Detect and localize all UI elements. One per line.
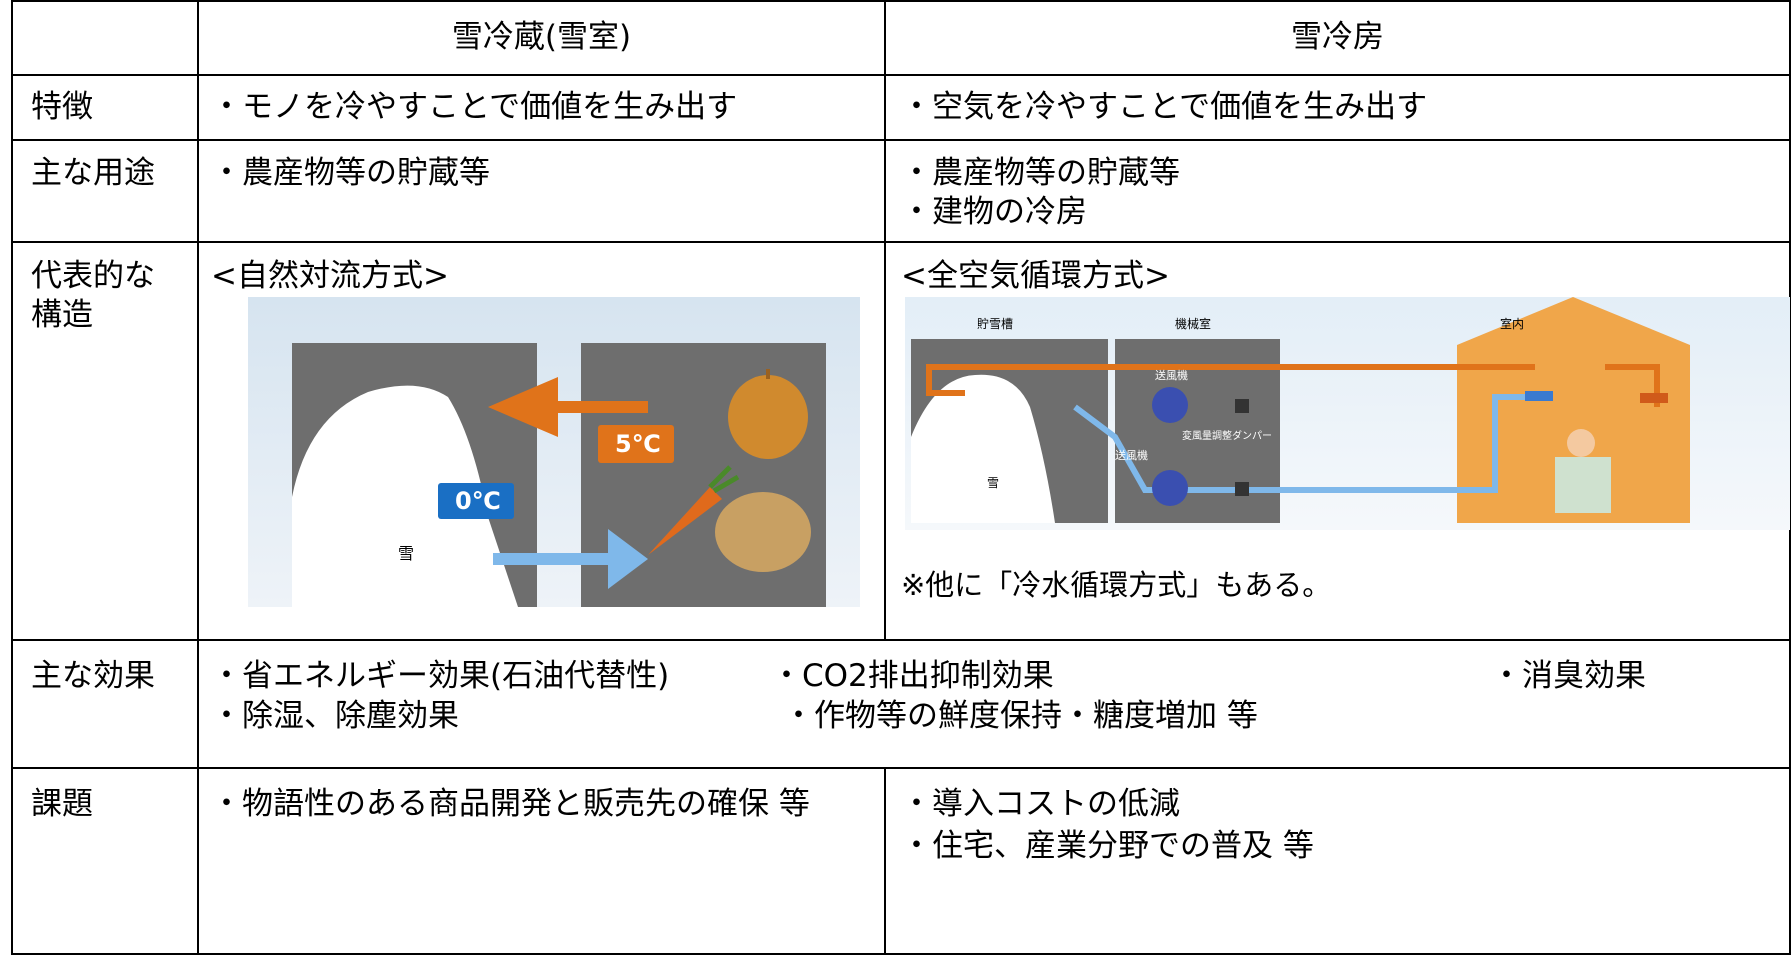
natural-convection-svg: [248, 297, 860, 607]
row-label-structure-2: 構造: [31, 297, 93, 333]
air-circulation-diagram: 貯雪槽 機械室 室内 送風機 送風機 変風量調整ダンパー 雪: [905, 297, 1790, 530]
row-border: [11, 0, 1791, 2]
fan-label: 送風機: [1155, 369, 1188, 382]
uses-snow-cooling-2: ・建物の冷房: [901, 194, 1087, 230]
effect-item-deodorize: ・消臭効果: [1491, 658, 1646, 694]
row-border: [11, 241, 1791, 243]
right-snow-pile: [911, 374, 1055, 523]
structure-note: ※他に「冷水循環方式」もある。: [901, 568, 1332, 602]
person-reading-icon: [1555, 457, 1611, 513]
indoor-room: [1457, 297, 1690, 523]
natural-convection-diagram: 雪 0℃ 5℃: [248, 297, 860, 607]
col-border: [197, 0, 199, 955]
row-border: [11, 639, 1791, 641]
features-snow-cooling: ・空気を冷やすことで価値を生み出す: [901, 89, 1428, 125]
fan-label: 送風機: [1115, 449, 1148, 462]
uses-snow-cooling-1: ・農産物等の貯蔵等: [901, 155, 1180, 191]
issues-snow-cooling-1: ・導入コストの低減: [901, 786, 1180, 822]
damper-icon: [1235, 482, 1249, 496]
row-label-effects: 主な効果: [31, 658, 155, 694]
zone-label-snow-tank: 貯雪槽: [977, 317, 1014, 331]
carrot-icon: [648, 487, 722, 555]
air-circulation-svg: [905, 297, 1790, 530]
effect-item-co2: ・CO2排出抑制効果: [771, 658, 1054, 694]
col-border: [11, 0, 13, 955]
col-border: [884, 0, 886, 641]
row-label-uses: 主な用途: [31, 155, 155, 191]
comparison-table: 雪冷蔵(雪室) 雪冷房 特徴 ・モノを冷やすことで価値を生み出す ・空気を冷やす…: [11, 0, 1791, 955]
right-snow-label: 雪: [987, 476, 1000, 490]
return-air-duct: [926, 364, 1535, 396]
issues-snow-cooling-2: ・住宅、産業分野での普及 等: [901, 828, 1314, 864]
fan-icon: [1152, 387, 1188, 423]
warm-temp-box: [598, 425, 674, 463]
return-vent-icon: [1640, 393, 1668, 403]
row-label-issues: 課題: [31, 786, 93, 822]
potato-icon: [715, 492, 811, 572]
row-label-structure-1: 代表的な: [31, 258, 155, 294]
issues-snow-storage: ・物語性のある商品開発と販売先の確保 等: [211, 786, 810, 822]
fan-icon: [1152, 470, 1188, 506]
zone-label-indoor: 室内: [1500, 317, 1525, 331]
left-snow-label: 雪: [398, 544, 415, 563]
uses-snow-storage: ・農産物等の貯蔵等: [211, 155, 490, 191]
warm-temp-label: 5℃: [615, 430, 661, 458]
structure-heading-natural-convection: <自然対流方式>: [211, 258, 449, 294]
supply-air-duct: [1073, 394, 1525, 493]
snow-pile: [292, 385, 518, 607]
row-label-features: 特徴: [31, 89, 93, 125]
header-cell-snow-cooling: 雪冷房: [1291, 19, 1384, 55]
zone-label-machine-room: 機械室: [1175, 317, 1212, 331]
damper-icon: [1235, 399, 1249, 413]
cold-temp-label: 0℃: [455, 487, 501, 515]
col-border: [1789, 0, 1791, 955]
row-border: [11, 74, 1791, 76]
col-border: [884, 767, 886, 955]
row-border: [11, 953, 1791, 955]
supply-vent-icon: [1525, 391, 1553, 401]
row-border: [11, 139, 1791, 141]
onion-icon: [728, 375, 808, 459]
effect-item-freshness: ・作物等の鮮度保持・糖度増加 等: [783, 698, 1258, 734]
damper-label: 変風量調整ダンパー: [1182, 431, 1272, 442]
header-cell-snow-storage: 雪冷蔵(雪室): [451, 19, 632, 55]
cold-temp-box: [438, 483, 514, 519]
row-border: [11, 767, 1791, 769]
structure-heading-air-circulation: <全空気循環方式>: [901, 258, 1170, 294]
effect-item-dehumidify: ・除湿、除塵効果: [211, 698, 459, 734]
cool-air-arrow-icon: [493, 529, 648, 589]
warm-air-arrow-icon: [488, 377, 648, 437]
effect-item-energy: ・省エネルギー効果(石油代替性): [211, 658, 670, 694]
features-snow-storage: ・モノを冷やすことで価値を生み出す: [211, 89, 738, 125]
